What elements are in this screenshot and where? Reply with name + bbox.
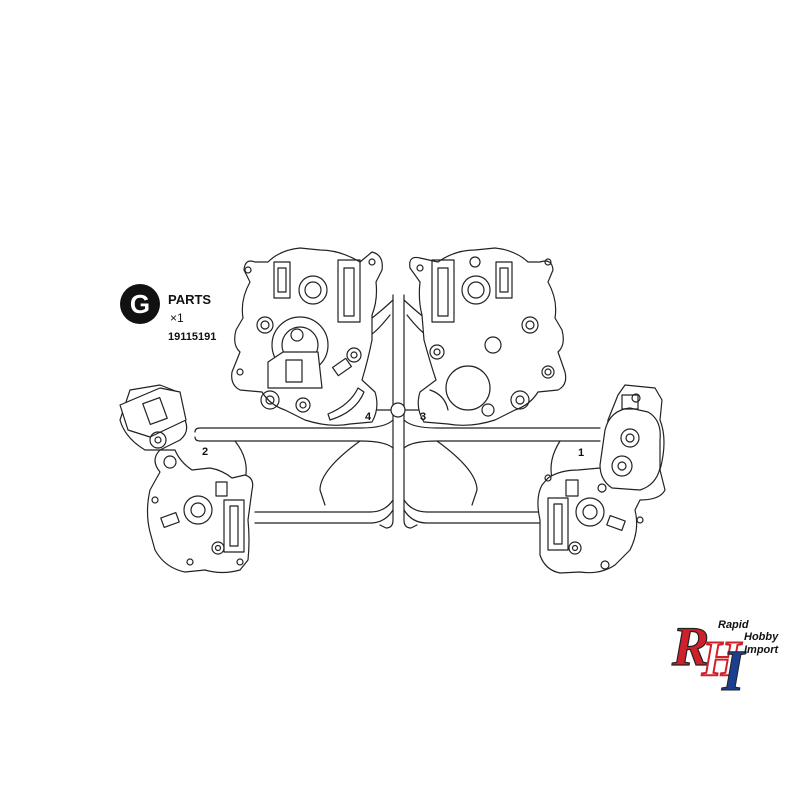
parts-quantity: ×1 xyxy=(170,311,184,325)
gearbox-housing-part-2 xyxy=(119,384,254,574)
part-number-4: 4 xyxy=(365,411,372,423)
part-number-1: 1 xyxy=(578,447,584,459)
parts-code: 19115191 xyxy=(168,331,216,343)
gearbox-housing-part-3 xyxy=(409,247,567,426)
logo-word-hobby: Hobby xyxy=(744,631,779,643)
logo-word-rapid: Rapid xyxy=(718,619,749,631)
parts-letter-circle xyxy=(120,284,160,324)
parts-label: G PARTS ×1 19115191 xyxy=(120,284,216,343)
parts-letter: G xyxy=(130,289,150,319)
parts-title: PARTS xyxy=(168,292,211,307)
logo-letter-i: I xyxy=(721,638,747,703)
rhi-logo: R H I Rapid Hobby Import xyxy=(670,615,780,703)
part-number-2: 2 xyxy=(202,446,208,458)
gearbox-housing-part-1 xyxy=(537,384,666,574)
gearbox-housing-part-4 xyxy=(231,247,383,426)
logo-letter-h: H xyxy=(701,630,743,686)
part-number-3: 3 xyxy=(420,411,426,423)
logo-word-import: Import xyxy=(744,644,780,656)
logo-letter-r: R xyxy=(671,616,709,678)
